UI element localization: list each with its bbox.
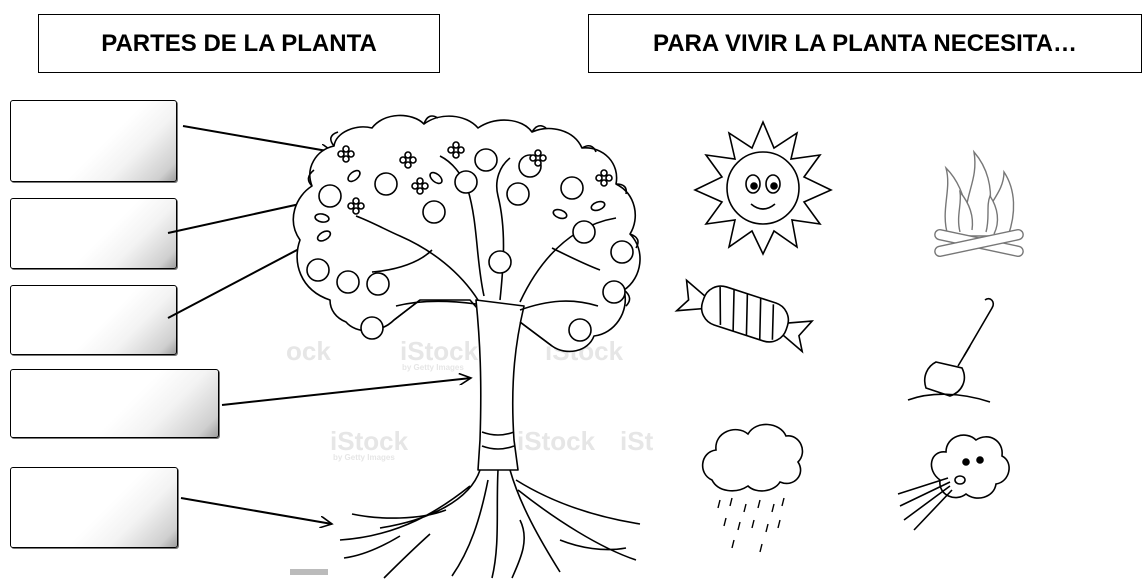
fire-icon bbox=[934, 149, 1024, 258]
svg-text:iSt: iSt bbox=[620, 426, 654, 456]
answer-box-4[interactable] bbox=[10, 369, 219, 438]
arrow-to-roots bbox=[180, 497, 332, 524]
watermark-getty: by Getty Images bbox=[402, 363, 464, 372]
answer-box-2[interactable] bbox=[10, 198, 177, 269]
tree-flowers bbox=[337, 141, 613, 215]
watermark-getty-2: by Getty Images bbox=[333, 453, 395, 462]
answer-box-3[interactable] bbox=[10, 285, 177, 355]
plant-needs-title: PARA VIVIR LA PLANTA NECESITA… bbox=[588, 14, 1142, 73]
watermark-istock-2: iStock bbox=[330, 426, 409, 456]
arrow-to-flower bbox=[182, 125, 333, 152]
tree-trunk bbox=[475, 299, 525, 471]
plant-parts-title: PARTES DE LA PLANTA bbox=[38, 14, 440, 73]
rain-cloud-icon bbox=[701, 423, 804, 553]
shovel-icon bbox=[907, 297, 995, 403]
arrow-to-trunk bbox=[221, 378, 471, 406]
answer-box-5[interactable] bbox=[10, 467, 178, 548]
answer-box-1[interactable] bbox=[10, 100, 177, 182]
svg-text:ock: ock bbox=[286, 336, 331, 366]
sun-icon bbox=[693, 119, 833, 256]
watermark-istock: iStock bbox=[400, 336, 479, 366]
candy-icon bbox=[674, 278, 815, 354]
tree-illustration bbox=[292, 114, 641, 579]
watermark-group: ock iStock iStock iStock iStock iSt by G… bbox=[286, 336, 654, 575]
svg-text:iStock: iStock bbox=[517, 426, 596, 456]
arrow-to-fruit bbox=[167, 200, 318, 234]
wind-icon bbox=[897, 434, 1010, 531]
tree-roots bbox=[339, 469, 641, 579]
